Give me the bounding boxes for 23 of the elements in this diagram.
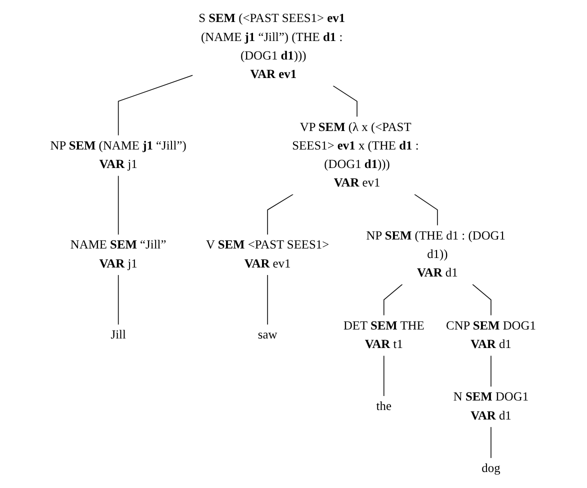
connector [490, 426, 492, 458]
connector [490, 355, 492, 388]
connector [384, 284, 404, 316]
node-text: V SEM <PAST SEES1> VAR ev1 [206, 238, 330, 270]
node-text: DET SEM THE VAR t1 [344, 319, 425, 352]
connector [333, 85, 358, 118]
node-text: Jill [111, 328, 126, 342]
connector [118, 74, 194, 136]
node-text: S SEM (<PAST SEES1> ev1 (NAME j1 “Jill”) (THE d1 : (DOG1 d1))) VAR ev1 [198, 12, 346, 82]
connector [414, 194, 438, 226]
connector [118, 175, 120, 236]
connector [472, 284, 492, 316]
connector [118, 274, 120, 326]
connector [384, 355, 385, 396]
node-text: N SEM DOG1 VAR d1 [454, 390, 529, 422]
node-text: dog [482, 462, 501, 476]
node-text: the [376, 400, 392, 414]
node-text: saw [258, 328, 278, 342]
node-text: VP SEM (λ x (<PAST SEES1> ev1 x (THE d1 : (DOG1 d1))) VAR ev1 [292, 120, 420, 190]
node-text: NAME SEM “Jill” VAR j1 [70, 238, 167, 270]
node-text: NP SEM (NAME j1 “Jill”) VAR j1 [50, 139, 187, 172]
node-text: CNP SEM DOG1 VAR d1 [446, 319, 536, 352]
node-text: NP SEM (THE d1 : (DOG1 d1)) VAR d1 [366, 229, 506, 280]
